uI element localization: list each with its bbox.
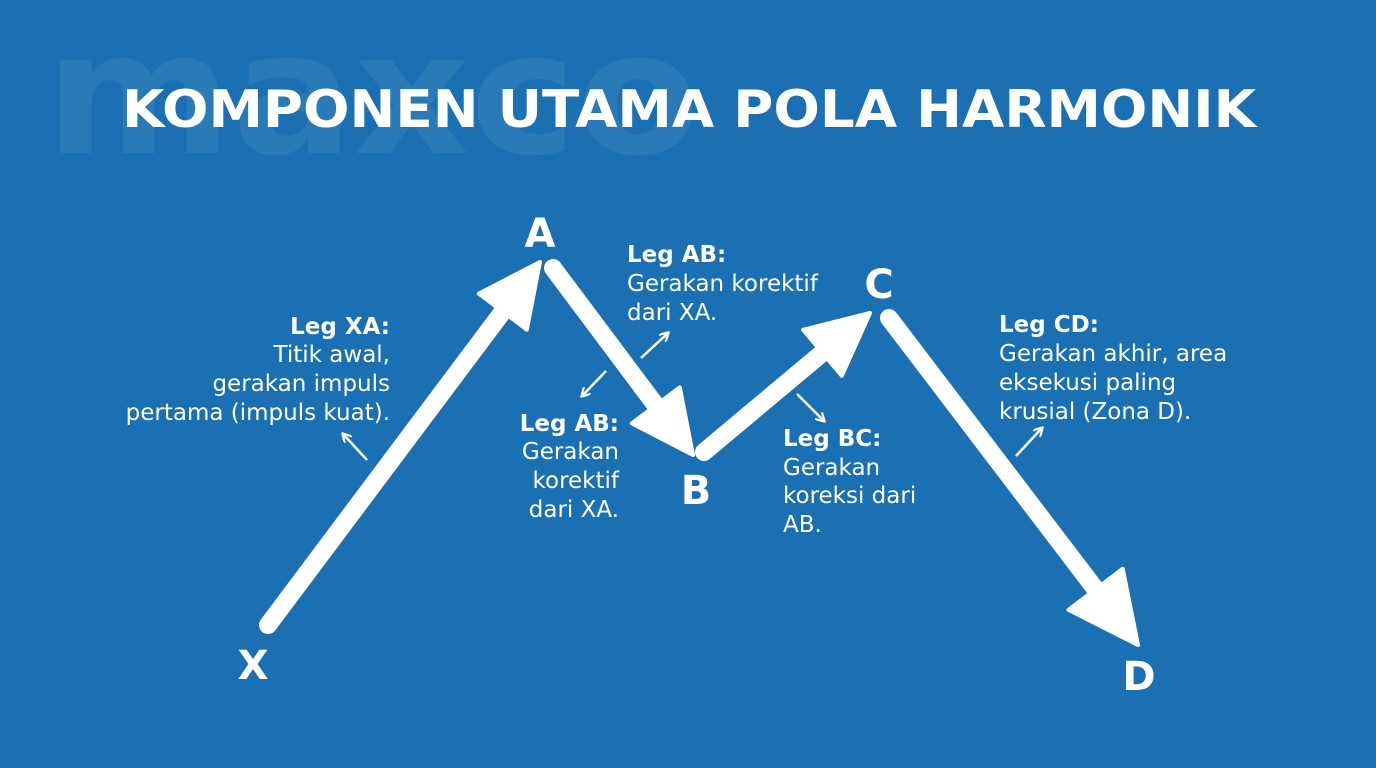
leg-bc-line-2: koreksi dari xyxy=(783,483,916,509)
leg-cd-annotation: Leg CD: Gerakan akhir, area eksekusi pal… xyxy=(999,312,1227,425)
leg-cd-line-3: krusial (Zona D). xyxy=(999,399,1191,425)
leg-bc-title: Leg BC: xyxy=(783,426,881,452)
leg-cd-arrowhead xyxy=(1066,566,1140,647)
point-b-label: B xyxy=(681,468,712,514)
leg-ab-arrowhead xyxy=(629,385,695,457)
leg-bc-line-1: Gerakan xyxy=(783,455,880,481)
leg-ab-left-line-2: korektif xyxy=(533,468,620,494)
leg-ab-top-title: Leg AB: xyxy=(627,242,726,268)
leg-ab-left-line-1: Gerakan xyxy=(522,439,619,465)
leg-ab-left-annotation: Leg AB: Gerakan korektif dari XA. xyxy=(520,411,620,523)
leg-bc-arrow xyxy=(695,311,872,461)
leg-ab-left-title: Leg AB: xyxy=(520,411,619,437)
leg-xa-arrow xyxy=(259,260,542,634)
leg-xa-arrowhead xyxy=(476,260,542,332)
leg-xa-line-3: pertama (impuls kuat). xyxy=(126,400,390,426)
leg-cd-line-1: Gerakan akhir, area xyxy=(999,341,1227,367)
pointer-ab-left-arrow xyxy=(582,370,607,396)
leg-ab-top-annotation: Leg AB: Gerakan korektif dari XA. xyxy=(627,242,819,326)
leg-xa-line-1: Titik awal, xyxy=(273,342,390,368)
leg-bc-annotation: Leg BC: Gerakan koreksi dari AB. xyxy=(783,426,916,538)
point-d-label: D xyxy=(1122,654,1155,700)
leg-ab-arrow xyxy=(544,259,695,457)
leg-cd-arrow xyxy=(880,309,1140,647)
leg-ab-top-line-1: Gerakan korektif xyxy=(627,271,819,297)
leg-bc-line xyxy=(695,343,832,461)
pointer-xa-arrow xyxy=(343,434,368,461)
leg-bc-line-3: AB. xyxy=(783,512,822,538)
leg-xa-line xyxy=(259,302,512,634)
pointer-ab-top-arrow xyxy=(640,333,668,359)
leg-xa-annotation: Leg XA: Titik awal, gerakan impuls perta… xyxy=(126,314,390,426)
leg-ab-line xyxy=(544,259,665,415)
point-x-label: X xyxy=(238,643,269,689)
pointer-cd-arrow xyxy=(1015,428,1042,457)
leg-xa-line-2: gerakan impuls xyxy=(212,371,390,397)
leg-cd-title: Leg CD: xyxy=(999,312,1099,338)
watermark-logo: maxco xyxy=(45,0,700,194)
leg-ab-left-line-3: dari XA. xyxy=(529,497,619,523)
point-a-label: A xyxy=(525,211,556,257)
leg-ab-top-line-2: dari XA. xyxy=(627,300,717,326)
leg-cd-line-2: eksekusi paling xyxy=(999,370,1176,396)
leg-xa-title: Leg XA: xyxy=(290,314,390,340)
point-c-label: C xyxy=(864,262,893,308)
pointer-bc-arrow xyxy=(796,393,824,421)
leg-cd-line xyxy=(880,309,1105,599)
leg-bc-arrowhead xyxy=(801,311,872,378)
page-title: KOMPONEN UTAMA POLA HARMONIK xyxy=(122,80,1258,140)
